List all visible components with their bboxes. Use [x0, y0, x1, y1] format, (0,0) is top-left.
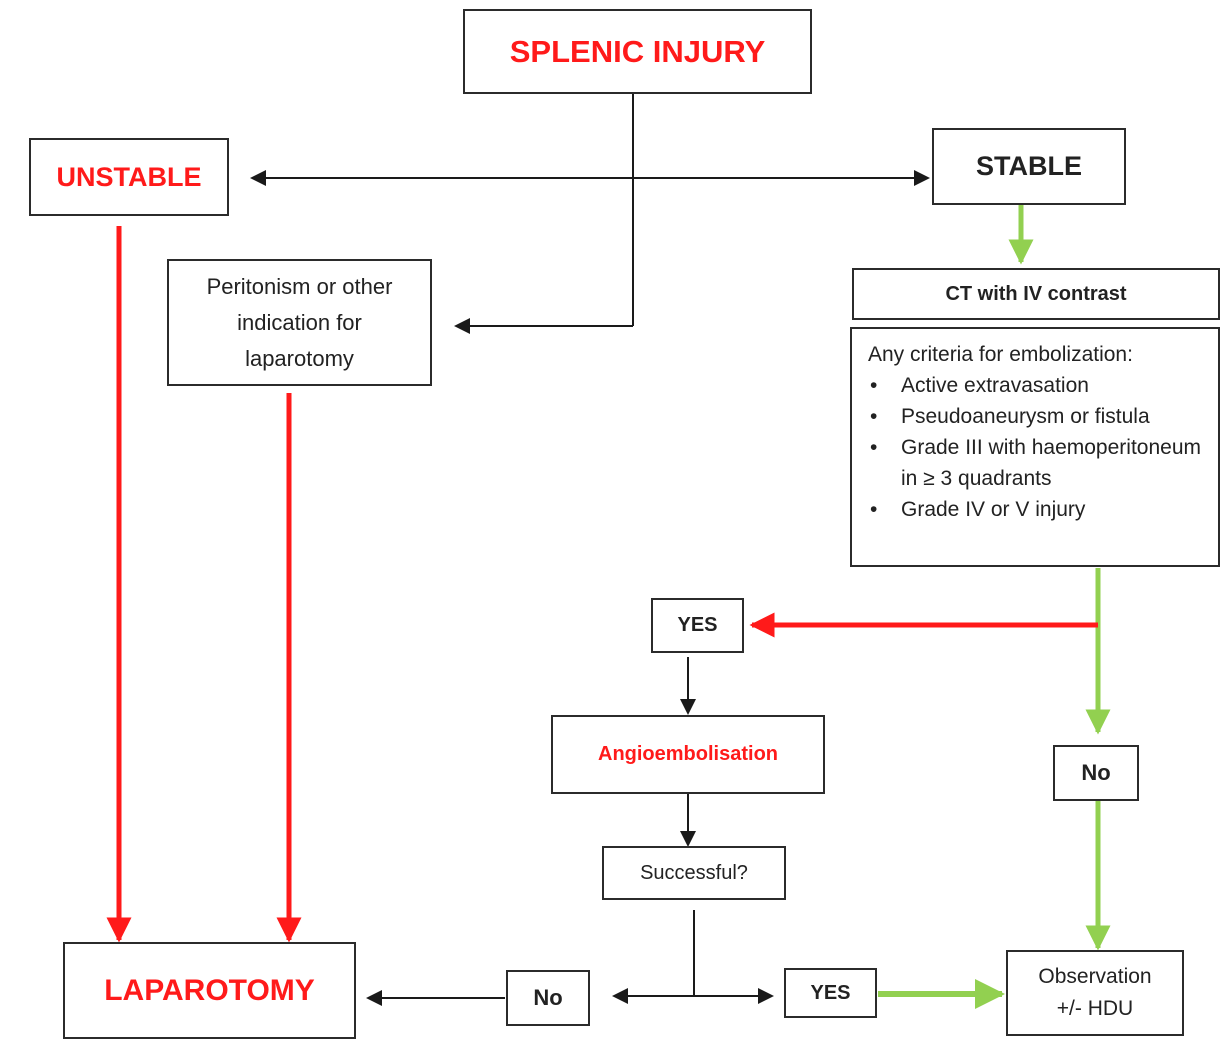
node-peritonism-label: Peritonism or other indication for lapar…	[206, 273, 393, 371]
criteria-item: Grade III with haemoperitoneum in ≥ 3 qu…	[868, 432, 1208, 494]
node-angioembolisation: Angioembolisation	[551, 715, 825, 794]
node-unstable: UNSTABLE	[29, 138, 229, 216]
node-observation-label: Observation +/- HDU	[1038, 965, 1152, 1020]
node-no-success-label: No	[533, 985, 563, 1010]
node-no-success: No	[506, 970, 590, 1026]
node-angioembolisation-label: Angioembolisation	[598, 743, 778, 765]
node-ct-contrast: CT with IV contrast	[852, 268, 1220, 320]
node-stable-label: STABLE	[976, 151, 1082, 181]
node-no-embolize: No	[1053, 745, 1139, 801]
node-splenic-injury-label: SPLENIC INJURY	[509, 33, 766, 69]
node-successful: Successful?	[602, 846, 786, 900]
criteria-item: Active extravasation	[868, 370, 1208, 401]
criteria-heading: Any criteria for embolization:	[868, 343, 1133, 366]
node-yes-success-label: YES	[810, 981, 851, 1004]
node-ct-contrast-label: CT with IV contrast	[945, 282, 1127, 305]
node-yes-embolize: YES	[651, 598, 744, 653]
node-no-embolize-label: No	[1081, 760, 1111, 785]
node-yes-success: YES	[784, 968, 877, 1018]
criteria-item: Pseudoaneurysm or fistula	[868, 401, 1208, 432]
node-unstable-label: UNSTABLE	[56, 161, 202, 192]
criteria-list: Active extravasation Pseudoaneurysm or f…	[868, 370, 1208, 525]
node-laparotomy: LAPAROTOMY	[63, 942, 356, 1039]
node-splenic-injury: SPLENIC INJURY	[463, 9, 812, 94]
node-successful-label: Successful?	[640, 861, 748, 884]
node-peritonism: Peritonism or other indication for lapar…	[167, 259, 432, 386]
node-observation: Observation +/- HDU	[1006, 950, 1184, 1036]
node-laparotomy-label: LAPAROTOMY	[104, 973, 315, 1007]
node-embolization-criteria: Any criteria for embolization: Active ex…	[850, 327, 1220, 567]
criteria-item: Grade IV or V injury	[868, 494, 1208, 525]
node-stable: STABLE	[932, 128, 1126, 205]
node-yes-embolize-label: YES	[677, 614, 718, 636]
